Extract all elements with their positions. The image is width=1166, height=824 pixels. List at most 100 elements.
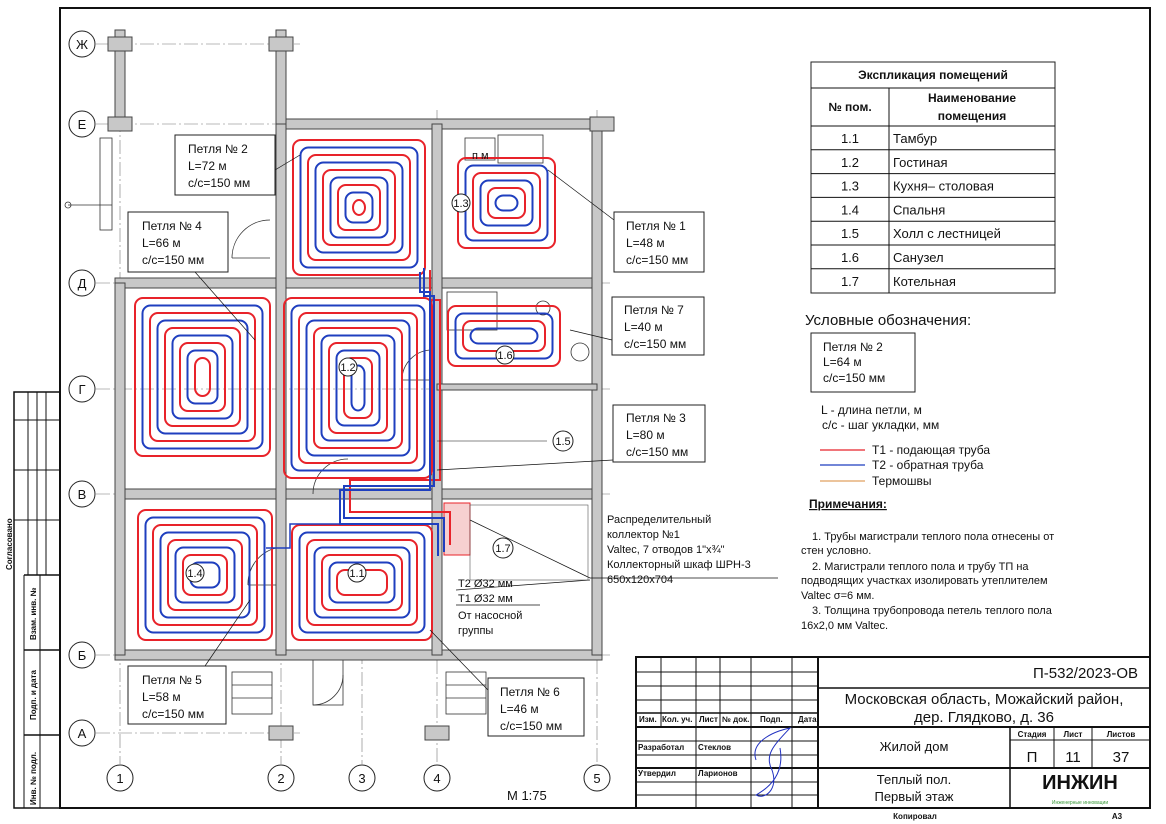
loop-3-supply-pipe — [313, 327, 403, 449]
loop-label-3: Петля № 3L=80 мс/с=150 мм — [436, 404, 706, 471]
svg-text:Петля № 5: Петля № 5 — [142, 673, 202, 687]
company-logo-subtitle: Инженерные инновации — [1052, 800, 1108, 806]
room-name: Тамбур — [893, 131, 937, 146]
axis-marker-4: 4 — [423, 764, 451, 792]
svg-text:1.5: 1.5 — [555, 436, 570, 448]
loop-6-return-pipe — [298, 531, 426, 634]
loop-3-return-pipe — [350, 364, 366, 412]
svg-text:группы: группы — [458, 625, 493, 637]
room-mark-1-3: 1.3 — [451, 193, 471, 213]
svg-text:1.4: 1.4 — [187, 568, 202, 580]
loop-4-supply-pipe — [194, 357, 211, 397]
side-replace-label: Взам. инв. № — [29, 587, 38, 640]
loop-6-supply-pipe — [291, 524, 433, 641]
svg-text:1.2: 1.2 — [340, 362, 355, 374]
axis-marker-a: А — [68, 719, 96, 747]
explication-table: Экспликация помещений № пом. Наименовани… — [810, 61, 1056, 294]
loop-4-return-pipe — [171, 334, 234, 420]
svg-text:Петля № 2: Петля № 2 — [823, 340, 883, 354]
svg-text:Изм.: Изм. — [639, 715, 657, 724]
loop-label-7: Петля № 7L=40 мс/с=150 мм — [569, 296, 705, 356]
axis-marker-g: Г — [68, 375, 96, 403]
svg-text:Петля № 2: Петля № 2 — [188, 142, 248, 156]
svg-text:3: 3 — [358, 771, 365, 786]
loop-6-return-pipe — [313, 546, 411, 619]
loop-label-2: Петля № 2 L=72 м с/с=150 мм — [174, 134, 301, 196]
side-strip: Согласовано Взам. инв. № Подп. и дата Ин… — [5, 391, 61, 809]
loop-3-supply-pipe — [328, 342, 388, 434]
svg-text:А: А — [78, 726, 87, 741]
svg-text:Ж: Ж — [76, 37, 88, 52]
walls — [107, 29, 615, 741]
axis-marker-e: Е — [68, 110, 96, 138]
loop-3-supply-pipe — [298, 312, 418, 464]
svg-text:Д: Д — [78, 276, 87, 291]
svg-text:4: 4 — [433, 771, 440, 786]
loop-label-6: Петля № 6L=46 мс/с=150 мм — [429, 629, 585, 737]
loop-3-supply-pipe — [343, 357, 373, 419]
svg-text:с/с=150 мм: с/с=150 мм — [823, 371, 885, 385]
axis-marker-3: 3 — [348, 764, 376, 792]
format-label: А3 — [1112, 812, 1123, 821]
room-name: Котельная — [893, 274, 956, 289]
legend-return: Т2 - обратная труба — [872, 458, 984, 472]
scale-label: М 1:75 — [507, 788, 547, 803]
doc-code: П-532/2023-ОВ — [1033, 665, 1138, 682]
approved-name: Ларионов — [698, 769, 738, 778]
row-axis-markers: Ж Е Д Г В Б А — [68, 30, 96, 747]
sheet-value: 11 — [1065, 749, 1081, 766]
axis-marker-v: В — [68, 480, 96, 508]
svg-text:помещения: помещения — [938, 109, 1006, 123]
explication-col-name: Наименование — [928, 91, 1016, 105]
developed-name: Стеклов — [698, 743, 731, 752]
room-number: 1.2 — [841, 155, 859, 170]
svg-text:Подп.: Подп. — [760, 715, 783, 724]
svg-text:L=40 м: L=40 м — [624, 320, 663, 334]
collector-cabinet — [443, 502, 471, 556]
axis-marker-zh: Ж — [68, 30, 96, 58]
legend-cc-desc: с/с - шаг укладки, мм — [822, 418, 939, 432]
loop-1-supply-pipe — [472, 172, 541, 234]
svg-text:2: 2 — [277, 771, 284, 786]
loop-5-return-pipe — [144, 516, 266, 634]
svg-text:стен условно.: стен условно. — [801, 545, 871, 557]
svg-text:Петля № 1: Петля № 1 — [626, 219, 686, 233]
loop-2-supply-pipe — [307, 154, 411, 261]
loop-2-return-pipe — [314, 161, 404, 254]
loop-5-supply-pipe — [182, 554, 228, 596]
loop-callouts: Петля № 1L=48 мс/с=150 мм Петля № 2 L=72 … — [127, 134, 706, 737]
loop-2-return-pipe — [299, 146, 419, 269]
approved-label: Утвердил — [638, 769, 676, 778]
porch-stairs — [64, 137, 487, 715]
loop-7-return-pipe — [469, 327, 539, 345]
svg-text:Коллекторный шкаф ШРН-3: Коллекторный шкаф ШРН-3 — [607, 559, 751, 571]
svg-text:3. Толщина трубопровода пет: 3. Толщина трубопровода петель теплого п… — [812, 605, 1053, 617]
svg-text:1.1: 1.1 — [349, 568, 364, 580]
room-number: 1.7 — [841, 274, 859, 289]
loop-2-supply-pipe — [352, 199, 366, 216]
svg-text:№ док.: № док. — [722, 715, 749, 724]
sheet-title-1: Теплый пол. — [877, 772, 951, 787]
loop-3-return-pipe — [320, 334, 396, 442]
axis-marker-2: 2 — [267, 764, 295, 792]
address-line-2: дер. Глядково, д. 36 — [914, 709, 1054, 726]
loop-5-supply-pipe — [152, 524, 258, 626]
loop-label-1: Петля № 1L=48 мс/с=150 мм — [547, 169, 705, 273]
loop-1-return-pipe — [464, 164, 549, 242]
svg-text:коллектор №1: коллектор №1 — [607, 529, 680, 541]
loop-3-return-pipe — [305, 319, 411, 457]
loop-2-supply-pipe — [292, 139, 426, 276]
svg-text:1: 1 — [116, 771, 123, 786]
loop-4-return-pipe — [186, 349, 219, 405]
svg-text:1. Трубы магистрали теплого: 1. Трубы магистрали теплого пола отнесен… — [812, 531, 1054, 543]
room-mark-1-1: 1.1 — [347, 563, 367, 583]
sheet-title-2: Первый этаж — [874, 789, 953, 804]
svg-text:L=72 м: L=72 м — [188, 159, 227, 173]
loop-6-supply-pipe — [321, 554, 403, 611]
collector-leader — [469, 519, 591, 579]
svg-text:Листов: Листов — [1107, 730, 1136, 739]
main-return-pipe — [343, 268, 445, 552]
room-mark-1-7: 1.7 — [492, 537, 514, 559]
svg-text:Петля № 7: Петля № 7 — [624, 303, 684, 317]
svg-text:с/с=150 мм: с/с=150 мм — [188, 176, 250, 190]
